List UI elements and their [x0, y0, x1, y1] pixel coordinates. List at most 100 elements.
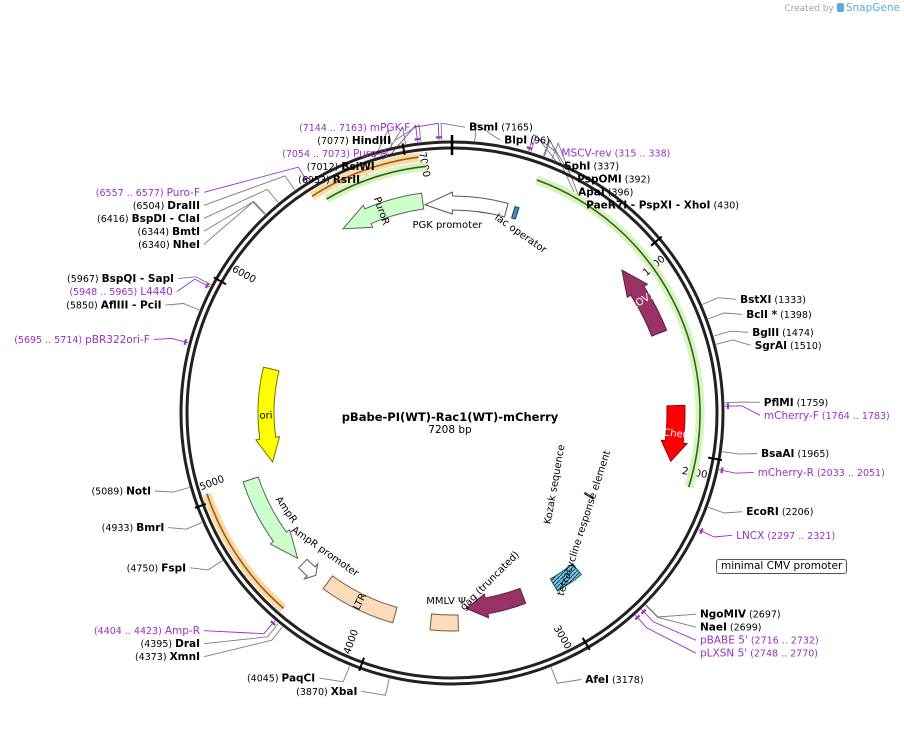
primer-label-puro-r[interactable]: (7054 .. 7073) Puro-R: [282, 148, 387, 160]
primer-label-plxsn-5[interactable]: pLXSN 5' (2748 .. 2770): [700, 648, 818, 660]
label-pos-part: (5695 .. 5714): [14, 335, 85, 346]
label-name-part: PspOMI: [577, 174, 622, 186]
feature-ltr[interactable]: [322, 575, 398, 624]
label-name-part: - XhoI: [672, 200, 710, 212]
site-leader-bglii: [713, 330, 749, 337]
label-name-part: BsmI: [469, 122, 498, 134]
site-label-rsrii[interactable]: (6953) RsrII: [298, 174, 360, 186]
site-label-xmni[interactable]: (4373) XmnI: [135, 651, 200, 663]
feature-tetracycline-response-element[interactable]: [549, 563, 583, 592]
feature-lac-operator[interactable]: [510, 205, 520, 220]
primer-label-amp-r[interactable]: (4404 .. 4423) Amp-R: [94, 625, 200, 637]
label-pos-part: (5967): [67, 274, 102, 285]
primer-label-mcherry-f[interactable]: mCherry-F (1764 .. 1783): [764, 410, 890, 422]
site-label-bstxi[interactable]: BstXI (1333): [740, 294, 806, 306]
site-label-sgrai[interactable]: SgrAI (1510): [755, 340, 822, 352]
site-label-nhei[interactable]: (6340) NheI: [138, 239, 200, 251]
primer-label-mscv-rev[interactable]: MSCV-rev (315 .. 338): [561, 148, 670, 160]
label-pos-part: (7012): [307, 162, 342, 173]
site-label-paqci[interactable]: (4045) PaqCI: [247, 673, 315, 685]
site-label-drai[interactable]: (4395) DraI: [141, 638, 201, 650]
site-label-sphi[interactable]: SphI (337): [564, 161, 619, 173]
primer-label-l4440[interactable]: (5948 .. 5965) L4440: [69, 286, 172, 298]
feature-label-lac-operator: lac operator: [492, 212, 549, 256]
label-pos-part: (96): [527, 136, 550, 147]
site-label-ngomiv[interactable]: NgoMIV (2697): [700, 609, 781, 621]
label-pos-part: (2748 .. 2770): [747, 649, 818, 660]
site-label-bsaai[interactable]: BsaAI (1965): [761, 448, 829, 460]
minimal-cmv-promoter-label[interactable]: minimal CMV promoter: [716, 559, 848, 574]
primer-label-lncx[interactable]: LNCX (2297 .. 2321): [736, 530, 835, 542]
site-label-afliii-pcii[interactable]: (5850) AflIII - PciI: [66, 300, 161, 312]
feature-label-pgk-promoter: PGK promoter: [412, 220, 483, 231]
feature-kozak-sequence[interactable]: [583, 491, 595, 500]
label-pos-part: (3870): [296, 687, 331, 698]
backbone-circle: [179, 135, 725, 686]
feature-gag-truncated[interactable]: [465, 587, 527, 619]
site-label-draiii[interactable]: (6504) DraIII: [133, 200, 200, 212]
primer-label-pbr322ori-f[interactable]: (5695 .. 5714) pBR322ori-F: [14, 334, 150, 346]
label-name-part: Amp-R: [165, 625, 200, 637]
site-label-xbai[interactable]: (3870) XbaI: [296, 686, 357, 698]
feature-mmlv[interactable]: [429, 613, 459, 632]
feature-puror[interactable]: [341, 192, 425, 230]
label-pos-part: (392): [622, 175, 651, 186]
site-leader-ngomiv: [645, 604, 697, 618]
tick-3000: [581, 637, 591, 651]
site-label-pspomi[interactable]: PspOMI (392): [577, 174, 650, 186]
site-label-ecori[interactable]: EcoRI (2206): [746, 506, 813, 518]
label-name-part: NheI: [173, 239, 200, 251]
label-name-part: NgoMIV: [700, 609, 747, 621]
site-label-bglii[interactable]: BglII (1474): [752, 327, 814, 339]
label-leader-lines: [153, 122, 761, 696]
label-pos-part: (4933): [102, 523, 137, 534]
site-label-bmti[interactable]: (6344) BmtI: [138, 226, 200, 238]
site-label-apai[interactable]: ApaI (396): [578, 187, 633, 199]
feature-ampr[interactable]: [242, 476, 299, 560]
site-label-naei[interactable]: NaeI (2699): [700, 622, 762, 634]
site-leader-drai: [203, 623, 279, 645]
label-name-part: mPGK-F: [370, 122, 410, 134]
site-label-fspi[interactable]: (4750) FspI: [127, 562, 186, 574]
feature-pgk-promoter[interactable]: [423, 191, 509, 218]
site-leader-nhei: [203, 201, 265, 245]
primer-label-puro-f[interactable]: (6557 .. 6577) Puro-F: [96, 187, 200, 199]
site-label-bsiwi[interactable]: (7012) BsiWI: [307, 161, 375, 173]
site-leader-bstxi: [702, 297, 737, 305]
feature-ori[interactable]: [254, 366, 281, 464]
site-label-afei[interactable]: AfeI (3178): [585, 674, 643, 686]
primer-leader-amp-r: [203, 620, 276, 635]
site-label-hindiii[interactable]: (7077) HindIII: [317, 135, 391, 147]
site-label-noti[interactable]: (5089) NotI: [91, 486, 151, 498]
primer-leader-l4440: [176, 278, 211, 292]
site-label-bcli[interactable]: BclI * (1398): [746, 309, 812, 321]
feature-mcherry[interactable]: [660, 404, 689, 463]
site-leader-sgrai: [716, 339, 751, 346]
feature-lov2[interactable]: [621, 269, 668, 337]
label-name-part: pBR322ori-F: [85, 334, 150, 346]
site-leader-noti: [154, 487, 190, 493]
feature-ampr-promoter[interactable]: [297, 558, 319, 580]
site-label-pflmi[interactable]: PflMI (1759): [764, 397, 828, 409]
primer-label-pbabe-5[interactable]: pBABE 5' (2716 .. 2732): [700, 635, 819, 647]
label-name-part: RsrII: [333, 174, 360, 186]
site-label-blpi[interactable]: BlpI (96): [504, 135, 550, 147]
primer-highlight-left-line: [206, 493, 285, 610]
site-label-bspqi-sapi[interactable]: (5967) BspQI - SapI: [67, 273, 174, 285]
site-label-bsmi[interactable]: BsmI (7165): [469, 122, 533, 134]
primer-label-mcherry-r[interactable]: mCherry-R (2033 .. 2051): [758, 467, 885, 479]
site-label-bmri[interactable]: (4933) BmrI: [102, 522, 165, 534]
primer-marks: [183, 136, 730, 626]
label-name-part: pBABE 5': [700, 635, 748, 647]
site-label-paer7i-pspxi-xhoi[interactable]: PaeR7I - PspXI - XhoI (430): [586, 200, 739, 212]
label-pos-part: (3178): [609, 675, 644, 686]
label-pos-part: (2033 .. 2051): [814, 468, 885, 479]
label-pos-part: (315 .. 338): [612, 149, 671, 160]
site-label-bspdi-clai[interactable]: (6416) BspDI - ClaI: [97, 213, 200, 225]
primer-mark-amp-r: [270, 620, 276, 626]
primer-mark-pbabe-5: [640, 608, 647, 615]
site-leader-bsiwi: [378, 125, 407, 167]
primer-label-mpgk-f[interactable]: (7144 .. 7163) mPGK-F: [299, 122, 410, 134]
site-leader-xmni: [203, 626, 283, 658]
label-pos-part: (7077): [317, 136, 352, 147]
